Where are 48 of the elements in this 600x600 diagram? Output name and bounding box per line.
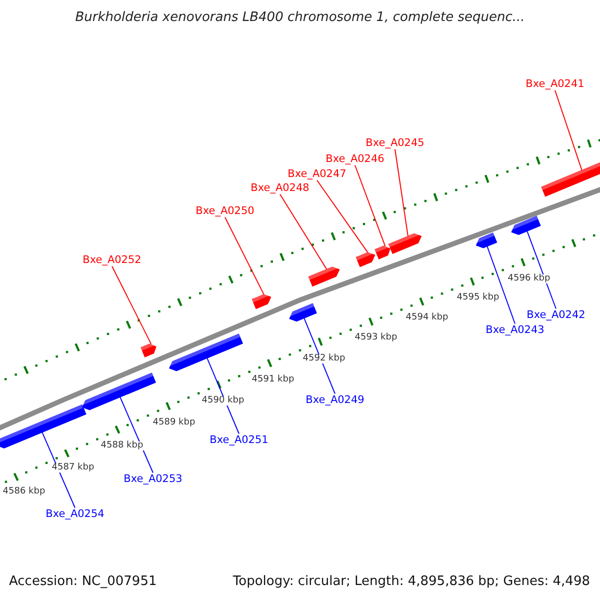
position-label: 4588 kbp <box>100 442 144 450</box>
gene-feature-block <box>509 215 541 237</box>
gene-label: Bxe_A0245 <box>366 138 424 148</box>
leader-line <box>394 148 409 238</box>
leader-line <box>486 246 516 324</box>
position-label: 4590 kbp <box>200 396 246 406</box>
gene-feature-block <box>374 243 392 259</box>
position-label: 4594 kbp <box>404 314 450 322</box>
leader-line <box>224 216 265 296</box>
gene-label: Bxe_A0248 <box>250 182 310 194</box>
gene-feature-block <box>473 232 497 250</box>
gene-feature-block <box>286 302 318 324</box>
gene-label: Bxe_A0252 <box>82 254 142 266</box>
position-label: 4589 kbp <box>152 418 196 428</box>
gene-feature-block <box>80 372 156 412</box>
gene-label: Bxe_A0249 <box>306 394 364 406</box>
gene-label: Bxe_A0243 <box>486 324 544 336</box>
leader-line <box>316 180 369 254</box>
leader-line <box>120 396 154 474</box>
footer-text: Topology: circular; Length: 4,895,836 bp; Genes: 4,498 <box>232 574 590 589</box>
footer-text: Accession: NC_007951 <box>9 574 157 589</box>
gene-feature-block <box>0 404 86 450</box>
position-label: 4593 kbp <box>354 334 398 342</box>
position-label: 4596 kbp <box>506 274 552 284</box>
title: Burkholderia xenovorans LB400 chromosome 1, complete sequenc... <box>74 10 526 25</box>
gene-label: Bxe_A0247 <box>288 168 346 180</box>
gene-label: Bxe_A0251 <box>210 434 268 446</box>
position-label: 4592 kbp <box>302 354 346 364</box>
leader-line <box>554 90 583 172</box>
leader-line <box>280 194 328 270</box>
gene-label: Bxe_A0254 <box>46 508 104 520</box>
leader-line <box>206 358 240 434</box>
gene-feature-block <box>140 341 158 357</box>
gene-label: Bxe_A0253 <box>124 474 182 484</box>
position-label: 4591 kbp <box>250 376 296 384</box>
gene-label: Bxe_A0241 <box>526 78 584 90</box>
gene-label: Bxe_A0242 <box>526 310 586 320</box>
leader-line <box>112 266 152 344</box>
gene-feature-block <box>166 333 244 373</box>
leader-line <box>304 318 336 394</box>
position-label: 4595 kbp <box>456 294 500 302</box>
position-label: 4586 kbp <box>2 488 46 496</box>
leader-line <box>526 230 556 310</box>
leader-line <box>354 164 386 246</box>
gene-label: Bxe_A0250 <box>196 206 254 216</box>
position-label: 4587 kbp <box>50 464 96 472</box>
gene-label: Bxe_A0246 <box>326 154 384 164</box>
leader-line <box>42 432 76 508</box>
